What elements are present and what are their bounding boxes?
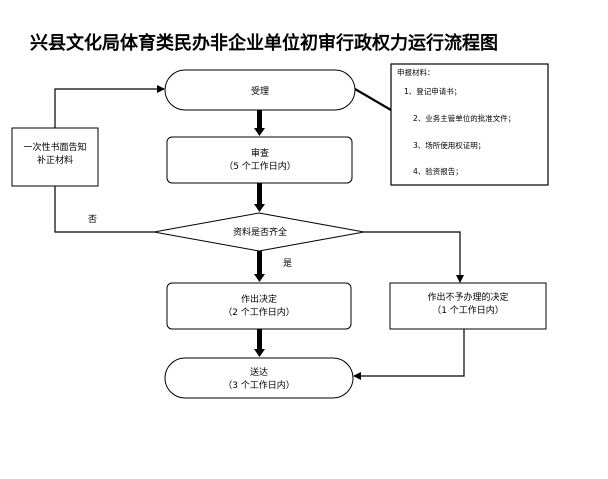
materials-connector bbox=[354, 88, 392, 111]
decide-node: 作出决定 （2 个工作日内） bbox=[166, 282, 352, 330]
deliver-label-2: （3 个工作日内） bbox=[223, 379, 295, 391]
review-node: 审查 （5 个工作日内） bbox=[166, 136, 353, 184]
materials-item-4: 4、验资报告； bbox=[413, 166, 463, 176]
accept-node: 受理 bbox=[164, 69, 356, 111]
edge-label-no: 否 bbox=[88, 214, 97, 225]
reject-node: 作出不予办理的决定 （1 个工作日内） bbox=[389, 282, 547, 330]
edge-label-yes: 是 bbox=[283, 258, 292, 269]
arrow-decide-to-deliver bbox=[254, 329, 265, 357]
reject-label-2: （1 个工作日内） bbox=[432, 304, 504, 316]
materials-item-1: 1、登记申请书； bbox=[404, 86, 461, 96]
materials-item-3: 3、场所使用权证明； bbox=[413, 140, 485, 150]
arrow-review-to-decision bbox=[254, 183, 265, 212]
decide-label-2: （2 个工作日内） bbox=[223, 306, 295, 318]
notice-node: 一次性书面告知 补正材料 bbox=[11, 127, 99, 187]
reject-label-1: 作出不予办理的决定 bbox=[427, 291, 508, 303]
accept-label: 受理 bbox=[251, 85, 269, 97]
arrow-decision-to-decide bbox=[254, 251, 265, 282]
decision-label: 资料是否齐全 bbox=[233, 226, 287, 238]
decide-label-1: 作出决定 bbox=[241, 293, 277, 305]
deliver-label-1: 送达 bbox=[250, 366, 268, 378]
deliver-node: 送达 （3 个工作日内） bbox=[164, 357, 354, 399]
review-label-2: （5 个工作日内） bbox=[224, 160, 296, 172]
review-label-1: 审查 bbox=[251, 147, 269, 159]
arrow-notice-to-accept bbox=[54, 85, 165, 128]
materials-item-2: 2、业务主管单位的批准文件； bbox=[413, 113, 515, 123]
arrow-accept-to-review bbox=[254, 110, 265, 136]
materials-heading: 申报材料： bbox=[397, 67, 435, 77]
line-decision-to-notice bbox=[54, 186, 154, 233]
arrow-decision-to-reject bbox=[364, 231, 464, 283]
decision-node: 资料是否齐全 bbox=[153, 212, 365, 252]
notice-label-2: 补正材料 bbox=[37, 154, 73, 166]
page-title: 兴县文化局体育类民办非企业单位初审行政权力运行流程图 bbox=[30, 33, 498, 54]
arrow-reject-to-deliver bbox=[353, 329, 465, 380]
notice-label-1: 一次性书面告知 bbox=[23, 141, 86, 153]
materials-box: 申报材料： 1、登记申请书； 2、业务主管单位的批准文件； 3、场所使用权证明；… bbox=[390, 63, 549, 186]
